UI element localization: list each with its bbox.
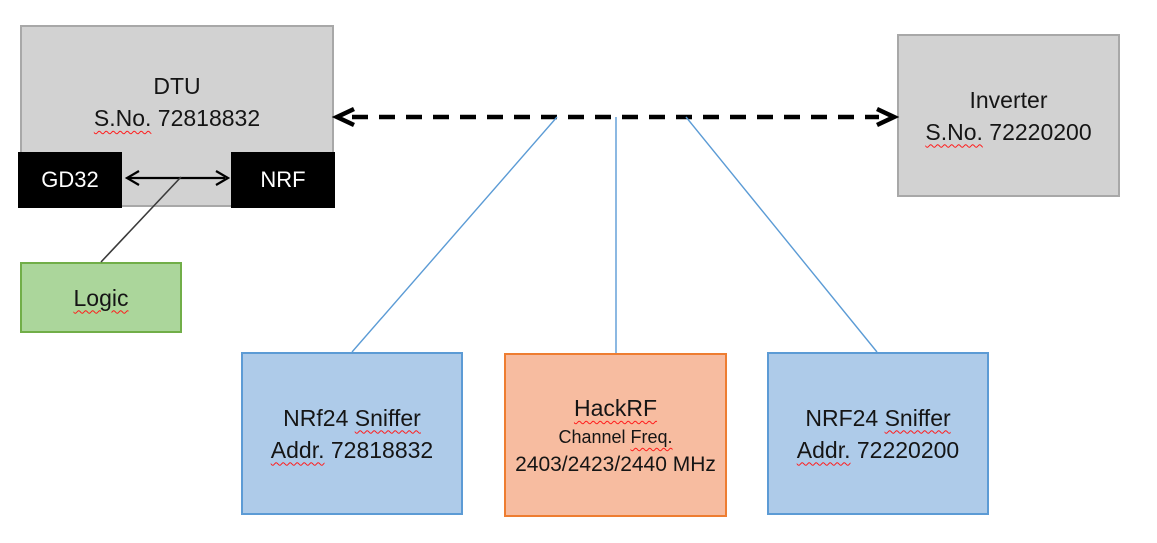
sniffer-left-title-word: Sniffer xyxy=(354,404,421,431)
sniffer-left-title-prefix: NRf24 xyxy=(283,404,355,431)
hackrf-subtitle-prefix: Channel xyxy=(558,427,631,447)
gd32-label: GD32 xyxy=(41,167,99,192)
dtu-serial-line: S.No. 72818832 xyxy=(94,102,260,134)
sniffer-right-addr-number: 72220200 xyxy=(850,436,960,463)
hackrf-frequencies: 2403/2423/2440 MHz xyxy=(515,453,716,476)
sniffer-right-title-word: Sniffer xyxy=(884,404,951,431)
dtu-serial-number: 72818832 xyxy=(151,105,261,131)
nrf-box: NRF xyxy=(231,152,335,208)
logic-label: Logic xyxy=(73,284,129,311)
inverter-box: Inverter S.No. 72220200 xyxy=(897,34,1120,197)
sniffer-right-title: NRF24 Sniffer xyxy=(805,402,950,434)
wireless-link-right-arrowhead xyxy=(876,106,900,128)
link-to-sniffer-left-line xyxy=(351,116,558,353)
sniffer-left-title: NRf24 Sniffer xyxy=(283,402,421,434)
logic-box: Logic xyxy=(20,262,182,333)
hackrf-subtitle-word: Freq. xyxy=(630,427,673,447)
sniffer-left-addr-label: Addr. xyxy=(270,436,325,463)
inverter-serial-line: S.No. 72220200 xyxy=(925,116,1091,148)
inverter-serial-label: S.No. xyxy=(925,118,983,145)
wireless-link-left-arrowhead xyxy=(331,106,355,128)
sniffer-left-addr-number: 72818832 xyxy=(324,436,434,463)
sniffer-right-box: NRF24 Sniffer Addr. 72220200 xyxy=(767,352,989,515)
hackrf-title: HackRF xyxy=(573,395,658,421)
sniffer-left-box: NRf24 Sniffer Addr. 72818832 xyxy=(241,352,463,515)
inverter-serial-number: 72220200 xyxy=(982,118,1092,145)
sniffer-right-title-prefix: NRF24 xyxy=(805,404,885,431)
nrf-label: NRF xyxy=(260,167,306,192)
sniffer-right-addr-label: Addr. xyxy=(796,436,851,463)
gd32-box: GD32 xyxy=(18,152,122,208)
dtu-title: DTU xyxy=(153,73,201,99)
hackrf-box: HackRF Channel Freq. 2403/2423/2440 MHz xyxy=(504,353,727,517)
inverter-title: Inverter xyxy=(969,86,1048,113)
sniffer-right-addr-line: Addr. 72220200 xyxy=(797,434,959,466)
dtu-serial-label: S.No. xyxy=(93,105,152,131)
sniffer-left-addr-line: Addr. 72818832 xyxy=(271,434,433,466)
link-to-sniffer-right-line xyxy=(685,116,878,353)
hackrf-subtitle: Channel Freq. xyxy=(558,424,672,451)
